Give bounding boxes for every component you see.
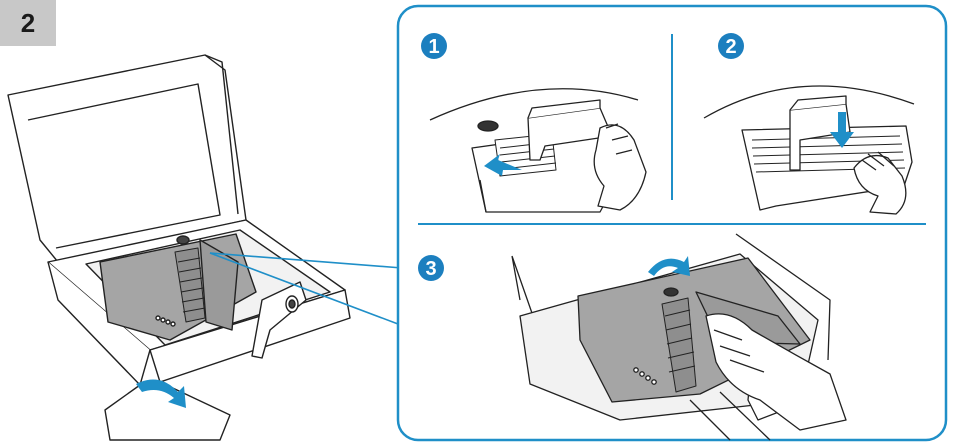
substep-2-number: 2 [725, 36, 736, 58]
substep-3-number: 3 [425, 258, 436, 280]
substep-1-number: 1 [428, 36, 439, 58]
open-box-illustration [7, 54, 351, 441]
flip-arrow-icon [136, 379, 186, 408]
step-number: 2 [20, 7, 36, 38]
substep-1-illustration [429, 88, 647, 213]
substep-2-illustration [703, 85, 915, 215]
substep-2-badge: 2 [718, 33, 744, 59]
substep-1-badge: 1 [421, 33, 447, 59]
substep-3-illustration [511, 233, 847, 441]
rotate-arrow-icon [648, 256, 690, 276]
push-arrow-icon [484, 154, 522, 176]
press-arrow-icon [830, 112, 854, 148]
step-number-tab: 2 [0, 0, 56, 46]
callout-lines [209, 252, 403, 325]
substep-3-badge: 3 [418, 255, 444, 281]
